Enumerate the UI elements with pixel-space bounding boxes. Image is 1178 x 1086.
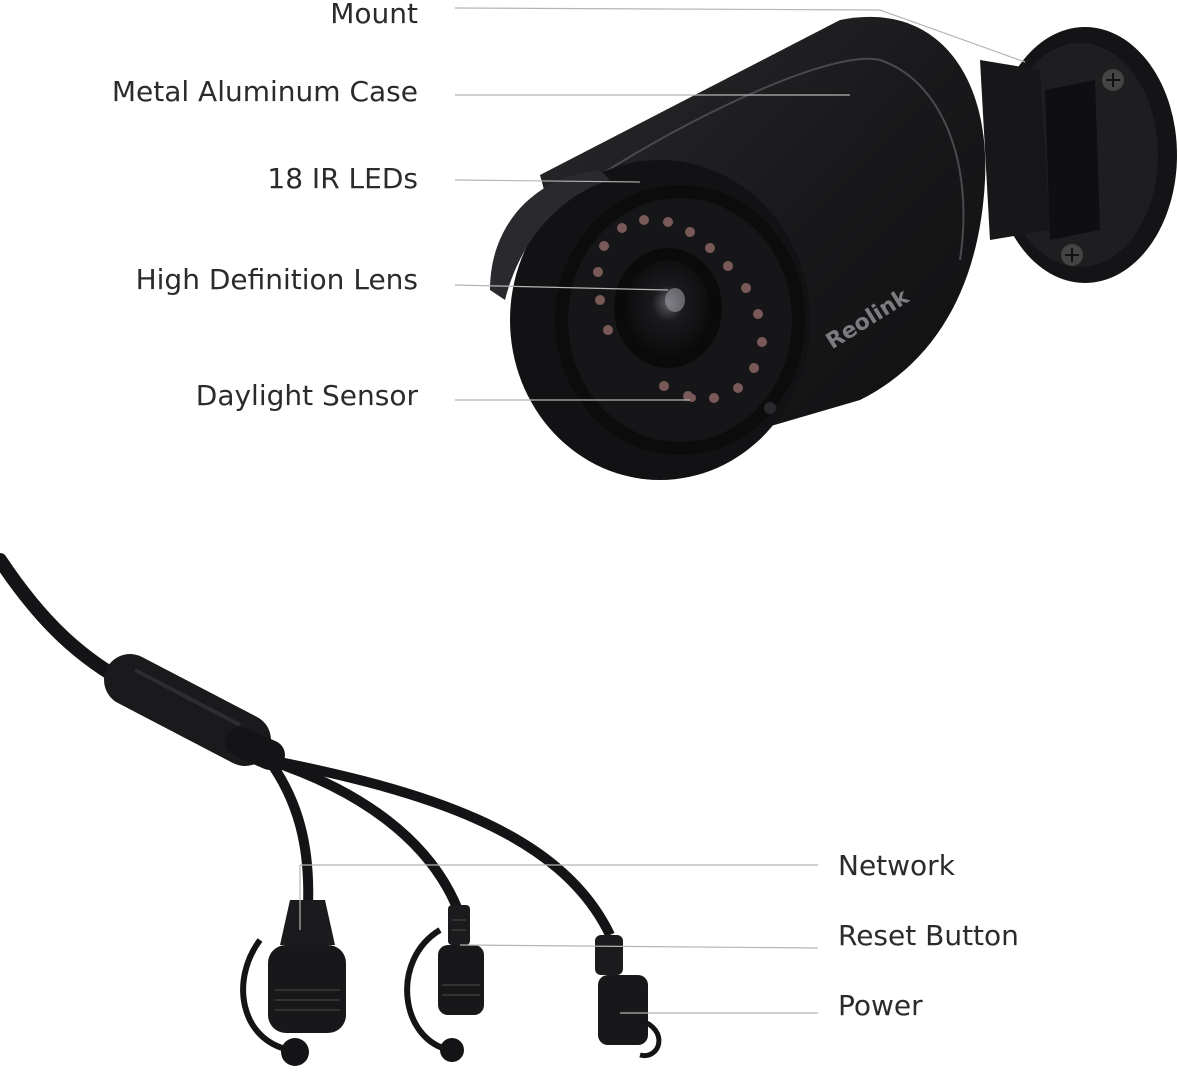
cable-harness: [0, 553, 615, 938]
label-hd-lens: High Definition Lens: [135, 263, 418, 296]
label-power: Power: [838, 989, 923, 1022]
camera-lens: [614, 248, 722, 368]
daylight-sensor: [688, 394, 696, 402]
label-mount: Mount: [330, 0, 418, 30]
label-daylight-sensor: Daylight Sensor: [195, 379, 418, 412]
label-metal-case: Metal Aluminum Case: [111, 75, 418, 108]
camera-body: [490, 16, 986, 480]
label-reset-button: Reset Button: [838, 919, 1019, 952]
power-connector: [595, 935, 662, 1058]
mic-hole: [764, 402, 776, 414]
label-network: Network: [838, 849, 955, 882]
leader-lines: [299, 7, 1026, 1014]
reset-connector: [404, 905, 484, 1062]
ir-led-ring: [593, 215, 767, 403]
label-ir-leds: 18 IR LEDs: [267, 162, 418, 195]
mount-arm: [980, 60, 1050, 240]
network-connector: [240, 900, 346, 1066]
